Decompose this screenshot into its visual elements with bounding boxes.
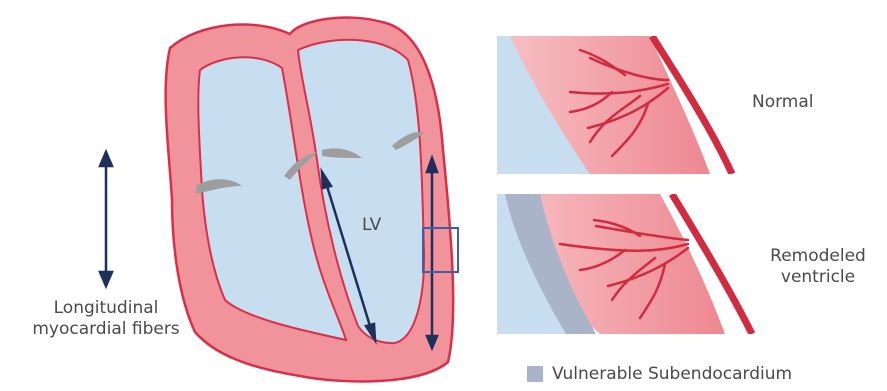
heart	[166, 18, 458, 382]
normal-label: Normal	[752, 92, 814, 113]
remodeled-label-line2: ventricle	[762, 267, 874, 288]
longitudinal-label-line2: myocardial fibers	[6, 319, 206, 340]
longitudinal-label-line1: Longitudinal	[6, 298, 206, 319]
legend-label: Vulnerable Subendocardium	[552, 364, 792, 385]
normal-wall-panel	[497, 36, 759, 174]
longitudinal-arrow	[100, 152, 112, 286]
remodeled-wall-panel	[497, 194, 759, 334]
remodeled-ventricle-label: Remodeled ventricle	[762, 246, 874, 288]
vulnerable-subendocardium-swatch	[527, 366, 543, 382]
longitudinal-fibers-label: Longitudinal myocardial fibers	[6, 298, 206, 340]
remodeled-label-line1: Remodeled	[762, 246, 874, 267]
lv-label: LV	[362, 215, 381, 236]
